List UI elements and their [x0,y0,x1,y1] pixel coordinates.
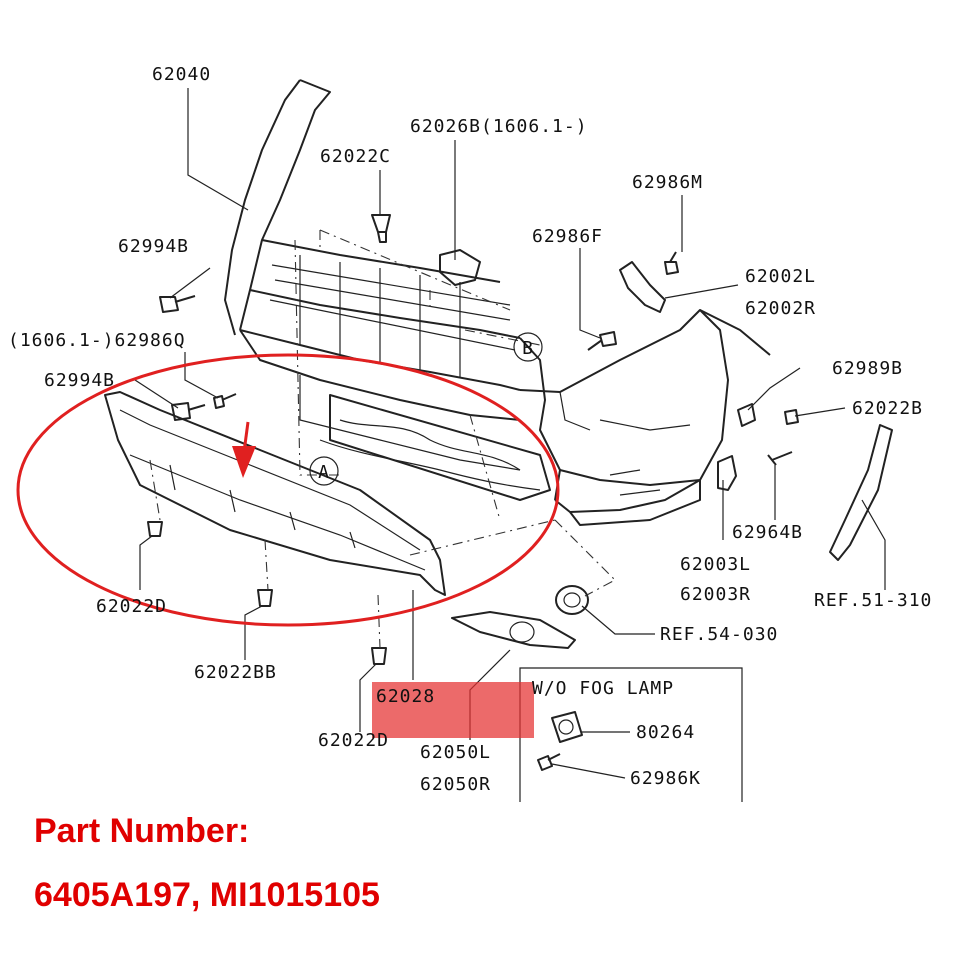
label-wo-fog-lamp: W/O FOG LAMP [532,678,674,699]
label-62986f: 62986F [532,226,603,247]
highlight-box [372,682,534,738]
label-62002l: 62002L [745,266,816,287]
part-number-values: 6405A197, MI1015105 [34,876,380,914]
part-number-title: Part Number: [34,812,249,850]
label-62040: 62040 [152,64,211,85]
label-62003r: 62003R [680,584,751,605]
label-ref54: REF.54-030 [660,624,778,645]
screw-62986m [664,251,679,275]
callout-b: B [513,332,543,362]
screw-62964b [767,451,793,466]
bumper-right-side [519,309,771,526]
label-80264: 80264 [636,722,695,743]
label-62050r: 62050R [420,774,491,795]
fog-lamp-ref54 [555,585,589,615]
clip-62022bb [257,589,273,607]
label-62022c: 62022C [320,146,391,167]
screw-62994b-top [159,295,196,313]
alignment-lines [149,229,616,649]
label-62994b-top: 62994B [118,236,189,257]
label-62986q: (1606.1-)62986Q [8,330,186,351]
label-62964b: 62964B [732,522,803,543]
label-62022d-bottom: 62022D [318,730,389,751]
label-ref51: REF.51-310 [814,590,932,611]
label-62986k: 62986K [630,768,701,789]
label-62989b: 62989B [832,358,903,379]
screw-62986f [587,331,617,351]
clip-62022d-bottom [371,647,387,665]
callout-a: A [309,456,339,486]
upper-grille-assembly [224,79,561,501]
label-62003l: 62003L [680,554,751,575]
callout-a-label: A [318,462,330,483]
label-62028: 62028 [376,686,435,707]
label-62986m: 62986M [632,172,703,193]
label-62002r: 62002R [745,298,816,319]
label-62022d-left: 62022D [96,596,167,617]
label-62022bb: 62022BB [194,662,277,683]
label-62050l: 62050L [420,742,491,763]
clip-62022d-left [147,521,163,537]
bracket-62003 [717,455,737,491]
label-62994b-mid: 62994B [44,370,115,391]
clip-62989b [737,403,756,427]
clip-62022c [371,214,391,243]
lower-lip-spoiler-62028 [104,391,446,596]
callout-b-label: B [522,338,534,359]
bracket-62026b [439,249,481,286]
cap-80264 [551,711,583,743]
screw-62986k [537,753,561,771]
clip-62022b [784,409,799,425]
highlight-circle [16,353,560,627]
screw-62986q [213,393,237,409]
highlight-arrow [232,421,256,478]
fog-lamp-cover-62050 [451,611,576,649]
label-62022b: 62022B [852,398,923,419]
label-62026b: 62026B(1606.1-) [410,116,588,137]
side-bracket-62002 [619,261,666,313]
trim-ref51 [829,424,893,561]
